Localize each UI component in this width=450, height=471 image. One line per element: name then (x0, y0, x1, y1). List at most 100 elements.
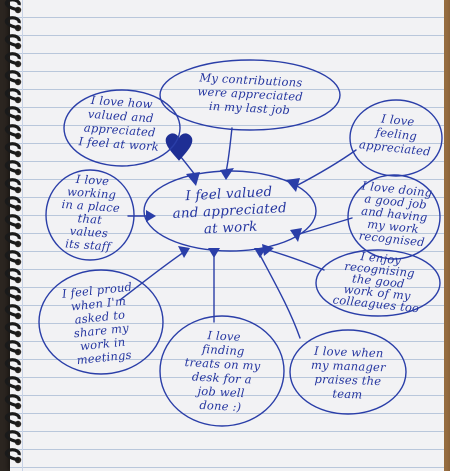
handwritten-line: feeling (374, 125, 418, 143)
binding-coil (4, 250, 21, 264)
notebook-page (10, 0, 444, 471)
binding-coil (4, 214, 21, 228)
binding-coil (4, 358, 21, 372)
binding-coil (4, 106, 21, 120)
binding-coil (4, 52, 21, 66)
binding-coil (4, 268, 21, 282)
handwritten-line: the good (351, 271, 405, 290)
arrowhead (290, 228, 302, 242)
handwritten-line: appreciated (83, 121, 156, 140)
handwritten-line: I love when (313, 344, 384, 360)
handwritten-line: I love how (89, 93, 153, 111)
connector-contributions (225, 127, 233, 173)
connector-recognising (267, 249, 325, 271)
bubble-proud (38, 269, 164, 375)
handwritten-line: asked to (74, 307, 126, 326)
connector-feeling-appreciated (295, 149, 357, 187)
binding-coil (4, 16, 21, 30)
handwritten-line: at work (204, 219, 258, 238)
handwritten-line: my manager (311, 358, 387, 375)
handwritten-line: meetings (76, 347, 132, 367)
handwritten-line: job well (194, 384, 245, 401)
connector-good-job (295, 217, 353, 236)
handwritten-line: values (69, 224, 108, 241)
handwritten-line: a good job (364, 191, 428, 211)
binding-coil (4, 178, 21, 192)
binding-coil (4, 304, 21, 318)
handwritten-line: that (77, 211, 102, 227)
binding-coil (4, 340, 21, 354)
binding-coil (4, 88, 21, 102)
handwritten-line: working (67, 184, 117, 201)
binding-coil (4, 124, 21, 138)
handwritten-line: were appreciated (197, 84, 303, 104)
page-margin (22, 0, 23, 471)
handwritten-line: desk for a (192, 369, 253, 386)
binding-coil (4, 376, 21, 390)
handwritten-line: done :) (199, 398, 242, 414)
bubble-values-staff (45, 169, 135, 261)
bubble-love-how-valued (63, 89, 181, 167)
handwritten-line: I feel valued (184, 184, 273, 205)
bubble-contributions (159, 59, 341, 131)
handwritten-line: I love (206, 328, 241, 344)
handwritten-line: team (332, 386, 362, 401)
heart-icon (165, 133, 193, 161)
handwritten-line: in a place (61, 197, 120, 215)
binding-coil (4, 34, 21, 48)
handwritten-line: share my (73, 321, 130, 341)
arrowhead (178, 246, 190, 258)
binding-coil (4, 394, 21, 408)
arrowhead (220, 168, 234, 180)
handwritten-line: appreciated (358, 137, 431, 158)
binding-coil (4, 142, 21, 156)
binding-coil (4, 196, 21, 210)
bubble-outlines (38, 59, 443, 427)
handwritten-line: valued and (87, 107, 154, 126)
handwritten-line: and appreciated (172, 200, 287, 222)
binding-coil (4, 322, 21, 336)
connector-manager (259, 254, 301, 339)
bubble-feeling-appreciated (349, 99, 443, 177)
arrowhead (254, 248, 266, 258)
handwritten-line: in my last job (209, 99, 291, 117)
bubble-good-job (347, 174, 441, 260)
binding-coil (4, 0, 21, 12)
spiral-binding (4, 0, 22, 464)
binding-coil (4, 448, 21, 462)
handwritten-line: its staff (65, 236, 113, 253)
binding-coil (4, 412, 21, 426)
binding-coil (4, 430, 21, 444)
handwritten-line: praises the (314, 372, 381, 388)
binding-coil (4, 232, 21, 246)
arrowhead (286, 178, 300, 192)
handwritten-line: recognised (358, 228, 425, 249)
handwritten-line: My contributions (198, 70, 303, 89)
handwritten-line: I love (380, 111, 416, 129)
handwritten-line: and having (361, 204, 429, 225)
binding-coil (4, 286, 21, 300)
bubble-manager (289, 329, 407, 415)
arrowhead (146, 210, 156, 222)
handwritten-line: when I'm (70, 294, 126, 314)
handwritten-line: I enjoy (359, 249, 402, 267)
handwritten-line: my work (367, 217, 420, 236)
handwritten-line: work in (79, 335, 126, 354)
handwritten-line: finding (201, 342, 245, 358)
binding-coil (4, 70, 21, 84)
handwritten-line: I love (74, 172, 109, 188)
center-bubble (143, 170, 317, 252)
binding-coil (4, 160, 21, 174)
bubble-treats (159, 315, 285, 427)
